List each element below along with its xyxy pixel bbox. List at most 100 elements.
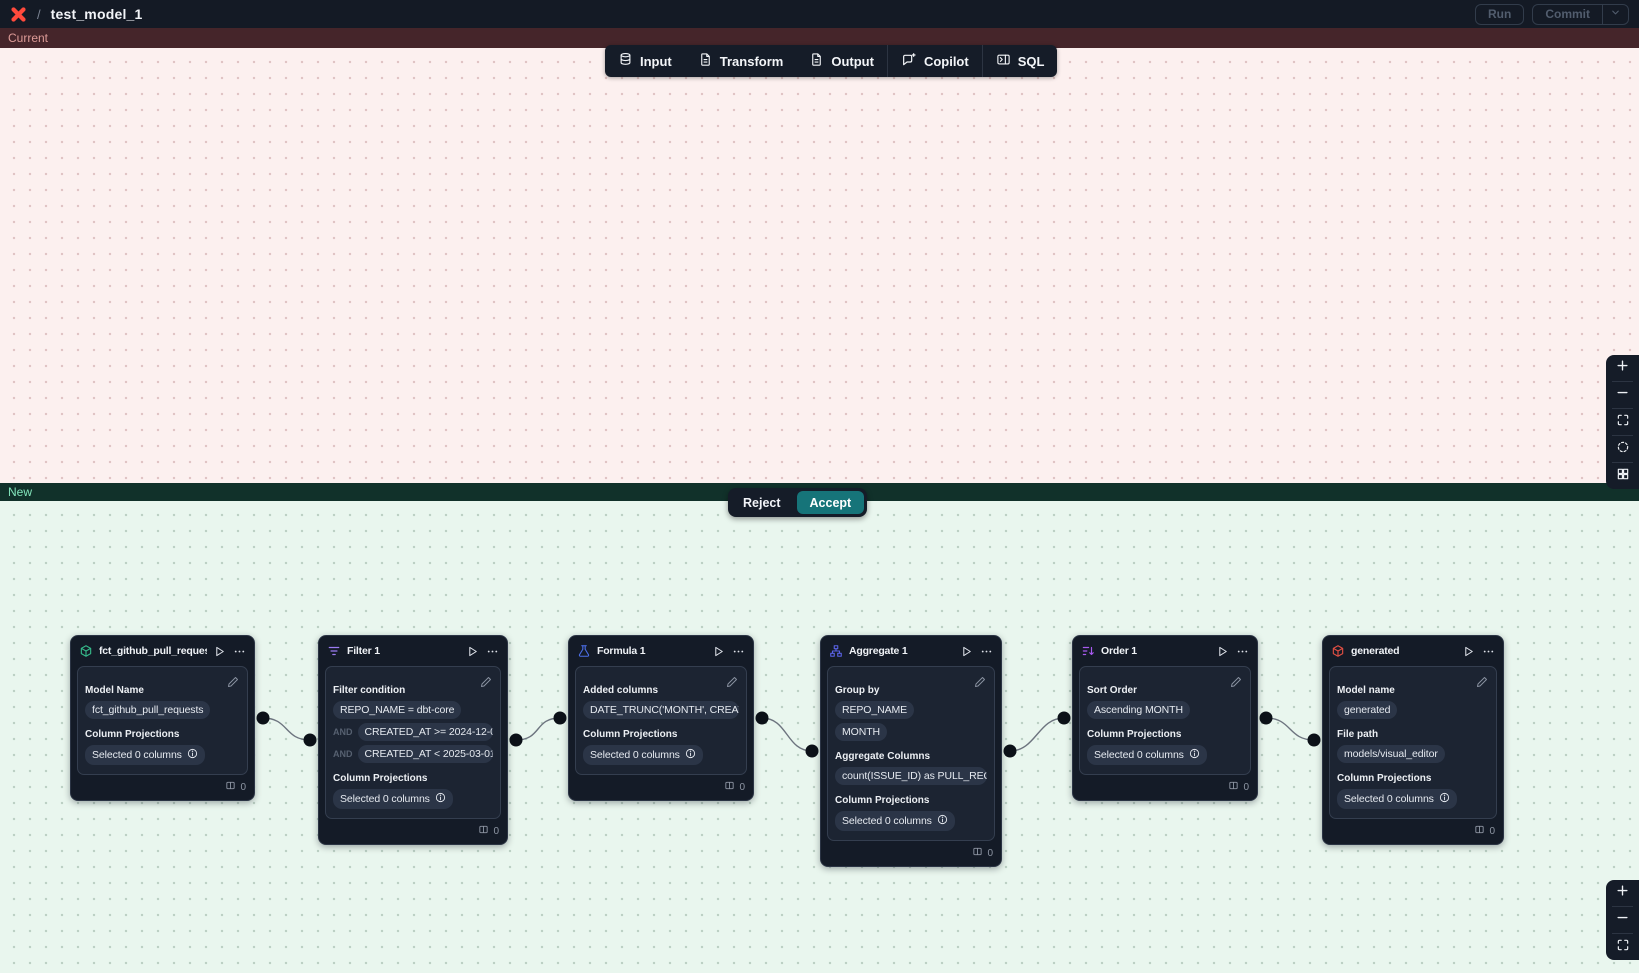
node-header: Order 1 <box>1073 636 1257 666</box>
node-menu-button[interactable] <box>233 645 246 658</box>
current-canvas[interactable] <box>0 48 1639 483</box>
node-menu-button[interactable] <box>980 645 993 658</box>
value-chip[interactable]: Selected 0 columns <box>1087 745 1207 765</box>
value-chip[interactable]: count(ISSUE_ID) as PULL_REQUEST_… <box>835 767 987 785</box>
port-handle[interactable] <box>1058 712 1071 725</box>
grid-icon <box>1616 467 1630 486</box>
port-handle[interactable] <box>1308 734 1321 747</box>
port-handle[interactable] <box>554 712 567 725</box>
pipeline-node[interactable]: Formula 1Added columnsDATE_TRUNC('MONTH'… <box>568 635 754 801</box>
reject-button[interactable]: Reject <box>731 491 793 514</box>
edit-icon[interactable] <box>480 675 492 693</box>
node-footer: 0 <box>1323 819 1503 844</box>
port-handle[interactable] <box>756 712 769 725</box>
toolbar-item-output[interactable]: Output <box>796 45 887 77</box>
node-menu-button[interactable] <box>1482 645 1495 658</box>
node-section: Model Name fct_github_pull_requests <box>85 685 240 719</box>
accept-button[interactable]: Accept <box>797 491 865 514</box>
fit-view-button[interactable] <box>1606 934 1639 960</box>
current-section-label: Current <box>8 31 48 45</box>
toolbar-item-input[interactable]: Input <box>605 45 685 77</box>
node-footer: 0 <box>569 775 753 800</box>
node-body: Filter conditionREPO_NAME = dbt-coreANDC… <box>325 666 501 819</box>
section-row: REPO_NAME <box>835 701 987 719</box>
value-chip[interactable]: CREATED_AT >= 2024-12-01 <box>358 723 494 741</box>
value-chip[interactable]: Selected 0 columns <box>85 745 205 765</box>
port-handle[interactable] <box>806 745 819 758</box>
row-count-badge: 0 <box>240 782 246 793</box>
edit-icon[interactable] <box>726 675 738 693</box>
minus-icon <box>1615 910 1630 930</box>
commit-dropdown-button[interactable] <box>1602 5 1628 24</box>
section-row: DATE_TRUNC('MONTH', CREATED_AT… <box>583 701 739 719</box>
page-title: test_model_1 <box>51 6 143 22</box>
section-label: Model Name <box>85 685 240 696</box>
value-chip[interactable]: fct_github_pull_requests <box>85 701 210 719</box>
run-node-button[interactable] <box>213 645 226 658</box>
row-count-badge: 0 <box>987 848 993 859</box>
new-canvas[interactable]: fct_github_pull_requestsModel Name fct_gi… <box>0 501 1639 973</box>
port-handle[interactable] <box>257 712 270 725</box>
pipeline-node[interactable]: generatedModel namegeneratedFile pathmod… <box>1322 635 1504 845</box>
run-node-button[interactable] <box>1462 645 1475 658</box>
run-node-button[interactable] <box>466 645 479 658</box>
fit-view-button[interactable] <box>1606 409 1639 435</box>
chevron-down-icon <box>1610 7 1621 21</box>
node-menu-button[interactable] <box>486 645 499 658</box>
commit-button[interactable]: Commit <box>1533 5 1602 24</box>
columns-icon <box>478 824 489 838</box>
run-node-button[interactable] <box>960 645 973 658</box>
value-chip[interactable]: CREATED_AT < 2025-03-01 <box>358 745 494 763</box>
value-chip[interactable]: Selected 0 columns <box>1337 789 1457 809</box>
dbt-logo-icon[interactable] <box>10 6 27 23</box>
run-node-button[interactable] <box>712 645 725 658</box>
port-handle[interactable] <box>1260 712 1273 725</box>
zoom-in-button[interactable] <box>1606 355 1639 381</box>
edit-icon[interactable] <box>1230 675 1242 693</box>
zoom-in-button[interactable] <box>1606 880 1639 906</box>
value-chip[interactable]: Selected 0 columns <box>835 811 955 831</box>
edit-icon[interactable] <box>1476 675 1488 693</box>
pipeline-node[interactable]: fct_github_pull_requestsModel Name fct_gi… <box>70 635 255 801</box>
node-menu-button[interactable] <box>1236 645 1249 658</box>
columns-icon <box>1474 824 1485 838</box>
section-row: models/visual_editor <box>1337 745 1489 763</box>
toolbar-item-sql[interactable]: SQL <box>983 45 1058 77</box>
node-title: Order 1 <box>1101 645 1210 657</box>
info-icon <box>1439 792 1450 806</box>
value-chip[interactable]: generated <box>1337 701 1397 719</box>
section-row: generated <box>1337 701 1489 719</box>
auto-layout-button[interactable] <box>1606 463 1639 489</box>
condition-conjunction: AND <box>333 749 353 759</box>
node-section: Column ProjectionsSelected 0 columns <box>1337 773 1489 809</box>
port-handle[interactable] <box>1004 745 1017 758</box>
node-section: Aggregate Columnscount(ISSUE_ID) as PULL… <box>835 751 987 785</box>
value-chip[interactable]: REPO_NAME <box>835 701 914 719</box>
zoom-out-button[interactable] <box>1606 382 1639 408</box>
section-row: ANDCREATED_AT >= 2024-12-01 <box>333 723 493 741</box>
port-handle[interactable] <box>304 734 317 747</box>
value-chip[interactable]: MONTH <box>835 723 887 741</box>
run-button[interactable]: Run <box>1475 4 1524 25</box>
zoom-out-button[interactable] <box>1606 907 1639 933</box>
section-row: Selected 0 columns <box>583 745 739 765</box>
focus-button[interactable] <box>1606 436 1639 462</box>
value-chip[interactable]: Selected 0 columns <box>583 745 703 765</box>
value-chip[interactable]: models/visual_editor <box>1337 745 1445 763</box>
edit-icon[interactable] <box>974 675 986 693</box>
edit-icon[interactable] <box>227 675 239 693</box>
pipeline-node[interactable]: Aggregate 1Group byREPO_NAMEMONTHAggrega… <box>820 635 1002 867</box>
run-node-button[interactable] <box>1216 645 1229 658</box>
port-handle[interactable] <box>510 734 523 747</box>
section-row: fct_github_pull_requests <box>85 701 240 719</box>
toolbar-item-copilot[interactable]: Copilot <box>888 45 982 77</box>
pipeline-node[interactable]: Filter 1Filter conditionREPO_NAME = dbt-… <box>318 635 508 845</box>
value-chip[interactable]: DATE_TRUNC('MONTH', CREATED_AT… <box>583 701 739 719</box>
pipeline-node[interactable]: Order 1Sort OrderAscending MONTHColumn P… <box>1072 635 1258 801</box>
toolbar-item-transform[interactable]: Transform <box>685 45 797 77</box>
value-chip[interactable]: REPO_NAME = dbt-core <box>333 701 461 719</box>
node-menu-button[interactable] <box>732 645 745 658</box>
value-chip[interactable]: Selected 0 columns <box>333 789 453 809</box>
value-chip[interactable]: Ascending MONTH <box>1087 701 1190 719</box>
sitemap-icon <box>829 644 843 658</box>
